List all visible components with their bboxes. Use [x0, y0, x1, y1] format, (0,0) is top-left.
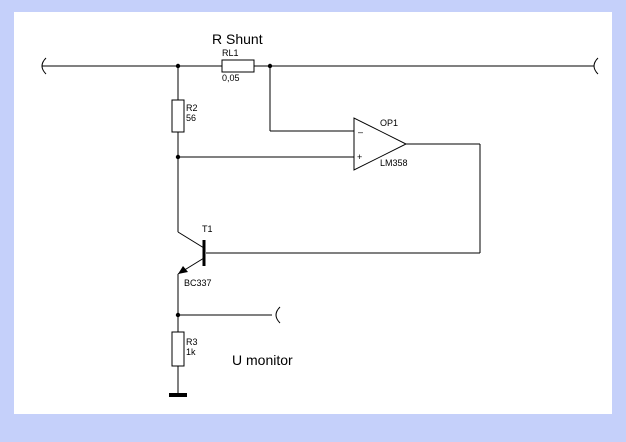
label-r3-value: 1k: [186, 347, 196, 357]
resistor-r2: [171, 99, 185, 133]
terminal-monitor: [275, 306, 281, 324]
opamp-op1: [353, 117, 408, 171]
label-op1-ref: OP1: [380, 118, 398, 128]
label-rl1-ref: RL1: [222, 48, 239, 58]
transistor-collector: [177, 231, 205, 249]
label-r2-ref: R2: [186, 103, 198, 113]
opamp-minus-sign: –: [358, 127, 363, 137]
label-t1-part: BC337: [184, 278, 212, 288]
label-r-shunt: R Shunt: [212, 31, 263, 47]
terminal-left: [41, 57, 47, 75]
label-rl1-value: 0,05: [222, 73, 240, 83]
label-r3-ref: R3: [186, 337, 198, 347]
resistor-r3: [171, 331, 185, 367]
label-t1-ref: T1: [202, 224, 213, 234]
circuit-schematic: – + R Shunt RL1: [41, 31, 599, 397]
ground-symbol: [169, 393, 187, 397]
transistor-emitter-arrow: [178, 266, 188, 274]
label-r2-value: 56: [186, 113, 196, 123]
terminal-right: [593, 57, 599, 75]
label-op1-part: LM358: [380, 158, 408, 168]
opamp-plus-sign: +: [357, 152, 362, 162]
resistor-rl1: [221, 59, 255, 73]
label-u-monitor: U monitor: [232, 352, 293, 368]
schematic-canvas: – + R Shunt RL1: [14, 12, 612, 414]
